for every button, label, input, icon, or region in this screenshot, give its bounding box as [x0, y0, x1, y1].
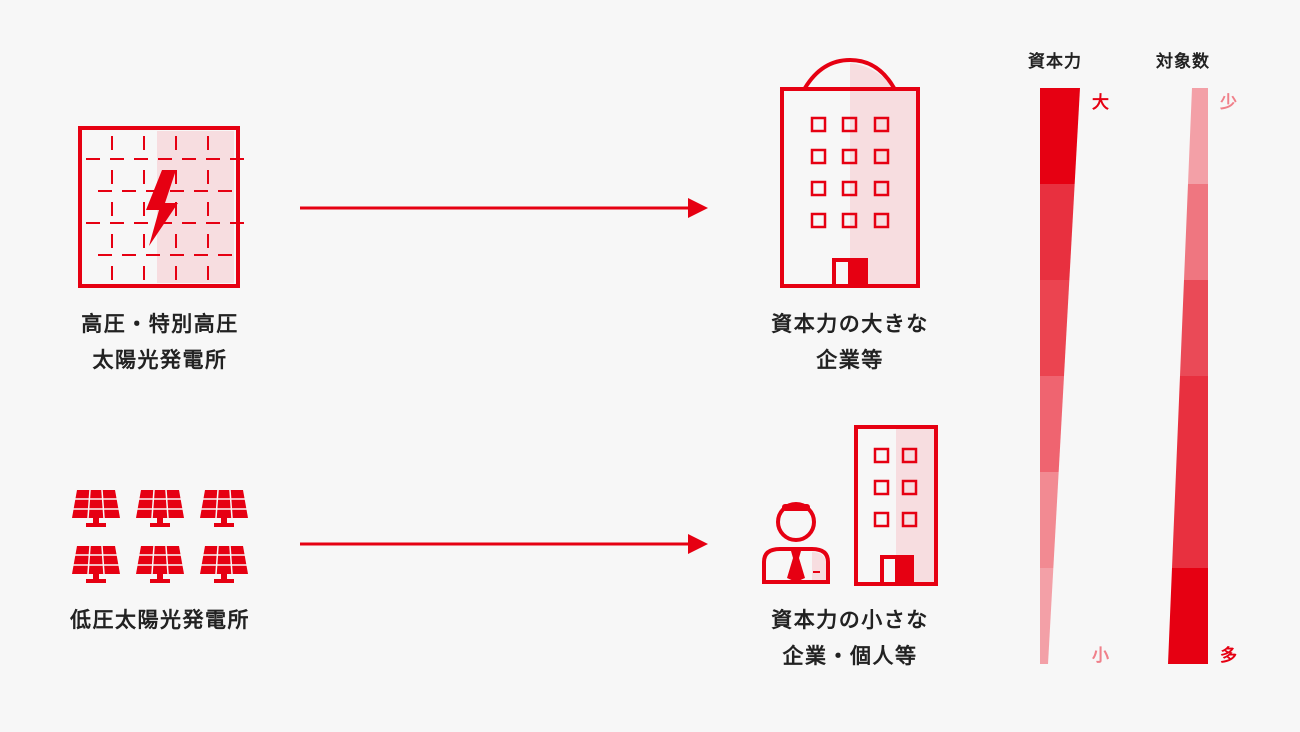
arrow-high-to-large	[300, 198, 708, 218]
solar-panels-icon	[72, 489, 248, 583]
capital-scale-top-label: 大	[1092, 93, 1109, 113]
scale-segment	[1040, 280, 1070, 376]
low-voltage-label-line1: 低圧太陽光発電所	[70, 608, 250, 632]
solar-panel-icon	[200, 489, 248, 527]
scale-segment	[1188, 88, 1208, 184]
capital-scale-bar	[1040, 88, 1080, 664]
high-voltage-label-line1: 高圧・特別高圧	[81, 312, 239, 336]
scale-segment	[1176, 376, 1208, 472]
low-voltage-label: 低圧太陽光発電所	[30, 602, 290, 638]
large-company-label: 資本力の大きな 企業等	[730, 306, 970, 378]
count-scale-bottom-label: 多	[1220, 646, 1237, 666]
solar-panel-icon	[136, 489, 184, 527]
large-company-label-line2: 企業等	[816, 348, 884, 372]
capital-scale-bottom-label: 小	[1092, 646, 1109, 666]
target-count-scale-bar	[1168, 88, 1208, 664]
capital-scale-heading: 資本力	[1028, 52, 1082, 72]
solar-panel-icon	[200, 545, 248, 583]
solar-panel-icon	[72, 489, 120, 527]
scale-segment	[1040, 88, 1080, 184]
scale-segment	[1040, 184, 1075, 280]
high-voltage-label: 高圧・特別高圧 太陽光発電所	[40, 306, 280, 378]
scale-segment	[1180, 280, 1208, 376]
solar-panel-icon	[72, 545, 120, 583]
scale-segment	[1168, 568, 1208, 664]
scale-segment	[1040, 376, 1064, 472]
small-company-label-line2: 企業・個人等	[782, 644, 918, 668]
small-company-label-line1: 資本力の小さな	[771, 608, 929, 632]
large-office-building-icon	[780, 57, 920, 288]
small-company-label: 資本力の小さな 企業・個人等	[730, 602, 970, 674]
scale-segment	[1184, 184, 1208, 280]
count-scale-top-label: 少	[1220, 93, 1237, 113]
scale-segment	[1040, 568, 1054, 664]
person-icon	[762, 502, 830, 584]
high-voltage-label-line2: 太陽光発電所	[92, 348, 228, 372]
small-office-building-icon	[854, 425, 938, 586]
solar-panel-icon	[136, 545, 184, 583]
arrow-low-to-small	[300, 534, 708, 554]
lightning-bolt-icon	[146, 170, 178, 246]
person-and-small-building-icon	[762, 425, 938, 586]
scale-segment	[1040, 472, 1059, 568]
scale-segment	[1172, 472, 1208, 568]
solar-plant-building-icon	[78, 126, 244, 288]
count-scale-heading: 対象数	[1156, 52, 1210, 72]
large-company-label-line1: 資本力の大きな	[771, 312, 929, 336]
